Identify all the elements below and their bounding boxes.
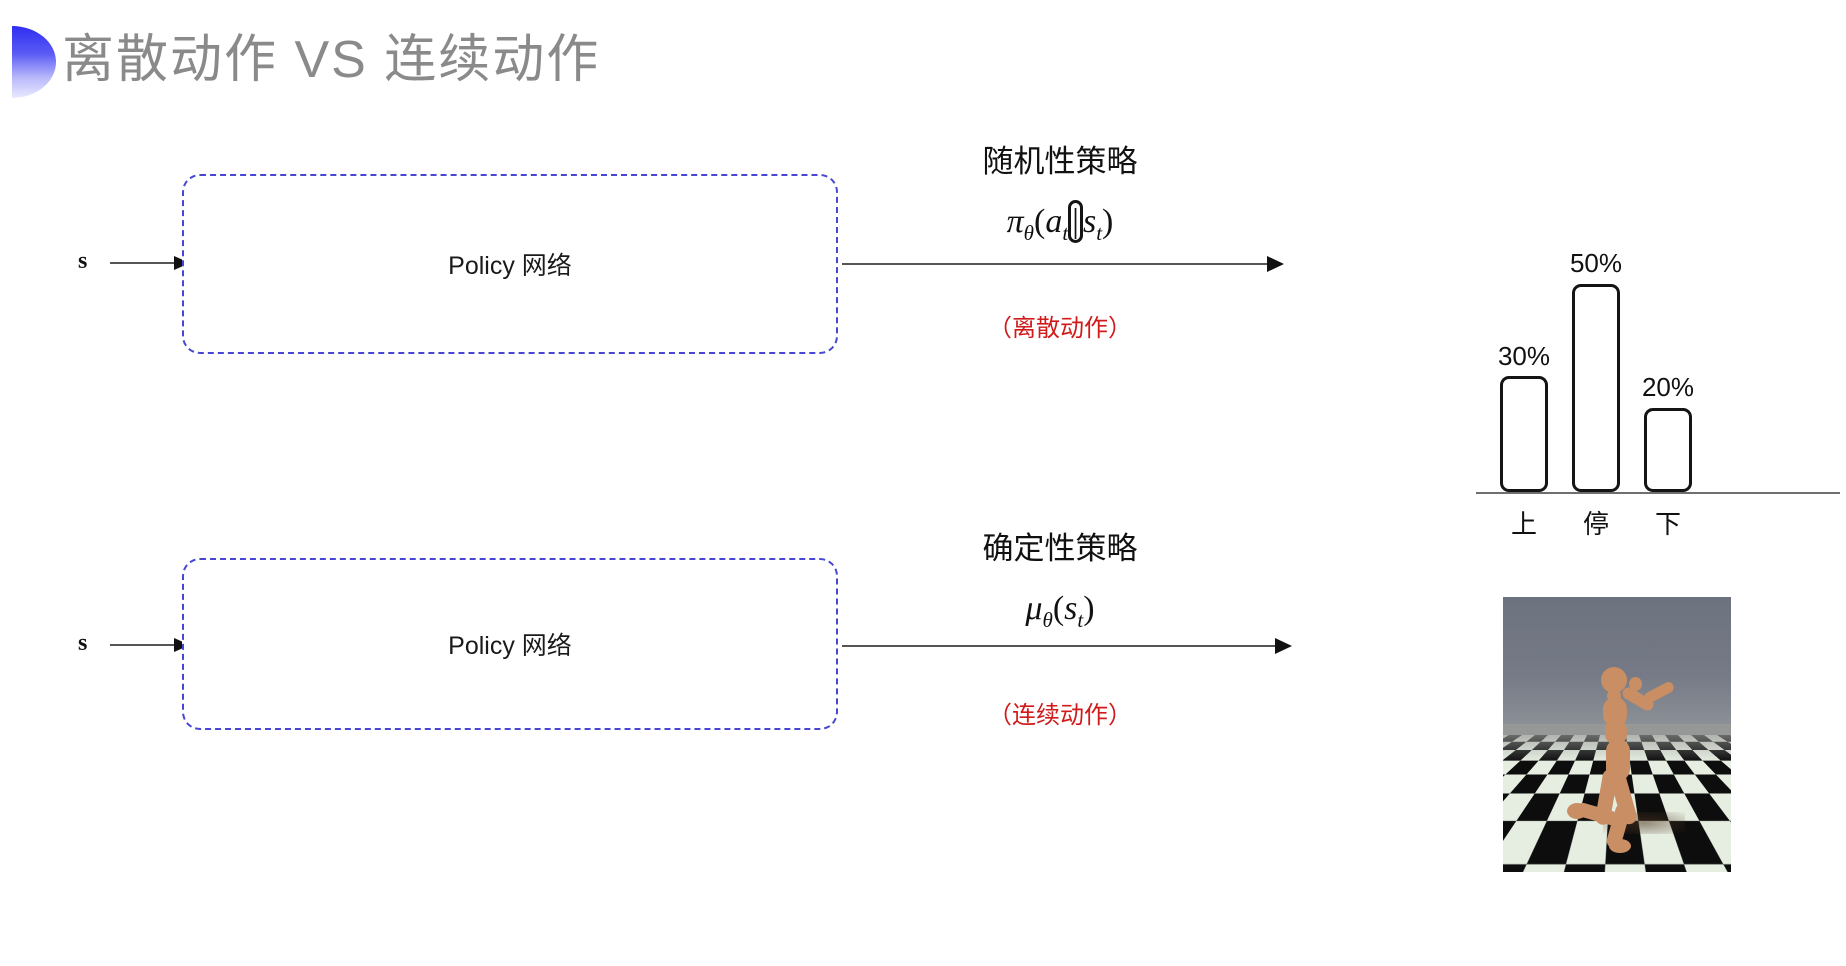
- policy-kind-label-continuous: 确定性策略: [982, 531, 1138, 566]
- policy-annotation-discrete: 随机性策略 πθ(at|st): [905, 136, 1215, 246]
- continuous-action-note: （连续动作）: [988, 702, 1132, 729]
- policy-formula-discrete: πθ(at|st): [905, 200, 1215, 246]
- arrow-head: [1267, 256, 1284, 272]
- formula-theta-subscript: θ: [1023, 220, 1034, 245]
- policy-output-arrow-discrete: [842, 256, 1284, 272]
- formula-close-paren: ): [1102, 203, 1114, 240]
- formula-state-subscript: t: [1096, 220, 1103, 245]
- bar-value-up: 30%: [1497, 341, 1551, 371]
- page-title: 离散动作 VS 连续动作: [62, 31, 601, 89]
- bar-up: [1500, 376, 1548, 492]
- bar-down: [1644, 408, 1692, 492]
- formula-state-symbol: s: [1082, 203, 1097, 240]
- policy-network-box-continuous[interactable]: Policy 网络: [182, 558, 838, 730]
- discrete-action-row: s Policy 网络 随机性策略 πθ(at|st) （离散动作） 30% 上…: [0, 144, 1846, 539]
- chart-axis-line: [1476, 492, 1840, 494]
- arrow-shaft: [842, 263, 1282, 265]
- humanoid-foot-front: [1609, 839, 1631, 853]
- policy-network-label-discrete: Policy 网络: [448, 252, 572, 280]
- formula-state-symbol: s: [1064, 590, 1078, 627]
- bar-group-up: 30% 上: [1498, 341, 1550, 539]
- formula-open-paren: (: [1052, 590, 1065, 627]
- formula-theta-subscript: θ: [1042, 607, 1053, 632]
- policy-output-arrow-continuous: [842, 638, 1292, 654]
- humanoid-hand: [1629, 677, 1642, 691]
- formula-open-paren: (: [1033, 203, 1046, 240]
- formula-action-subscript: t: [1062, 220, 1069, 245]
- state-input-arrow-discrete: [110, 256, 192, 270]
- humanoid-foot-back: [1567, 803, 1587, 819]
- bar-value-stop: 50%: [1569, 248, 1623, 278]
- policy-kind-label-discrete: 随机性策略: [982, 144, 1138, 179]
- formula-mu-symbol: μ: [1025, 590, 1043, 627]
- policy-annotation-continuous: 确定性策略 μθ(st): [905, 523, 1215, 633]
- arrow-head: [1275, 638, 1292, 654]
- humanoid-head: [1601, 667, 1627, 693]
- policy-network-box-discrete[interactable]: Policy 网络: [182, 174, 838, 354]
- formula-close-paren: ): [1083, 590, 1095, 627]
- bar-stop: [1572, 284, 1620, 492]
- bar-category-up: 上: [1510, 509, 1537, 539]
- bar-category-down: 下: [1654, 509, 1681, 539]
- arrow-shaft: [842, 645, 1290, 647]
- arrow-shaft: [110, 644, 178, 646]
- state-input-arrow-continuous: [110, 638, 192, 652]
- arrow-shaft: [110, 262, 178, 264]
- state-input-label-discrete: s: [78, 248, 88, 274]
- policy-formula-continuous: μθ(st): [905, 590, 1215, 633]
- title-decoration-halfcircle: [12, 26, 56, 98]
- action-probability-bar-chart: 30% 上 50% 停 20% 下: [1250, 242, 1840, 542]
- bar-category-stop: 停: [1582, 509, 1609, 539]
- humanoid-lower-torso: [1605, 719, 1627, 745]
- bar-value-down: 20%: [1641, 372, 1695, 402]
- continuous-action-row: s Policy 网络 确定性策略 μθ(st) （连续动作）: [0, 530, 1846, 930]
- bar-group-stop: 50% 停: [1570, 248, 1622, 539]
- formula-action-symbol: a: [1045, 203, 1063, 240]
- discrete-action-note: （离散动作）: [988, 315, 1132, 342]
- slide-header: 离散动作 VS 连续动作: [0, 0, 1846, 120]
- humanoid-simulation-image: [1503, 597, 1731, 872]
- state-input-label-continuous: s: [78, 630, 88, 656]
- policy-network-label-continuous: Policy 网络: [448, 632, 572, 660]
- formula-pi-symbol: π: [1006, 203, 1024, 240]
- formula-state-subscript: t: [1077, 607, 1084, 632]
- bar-group-down: 20% 下: [1642, 372, 1694, 539]
- formula-conditional-bar: |: [1068, 200, 1083, 243]
